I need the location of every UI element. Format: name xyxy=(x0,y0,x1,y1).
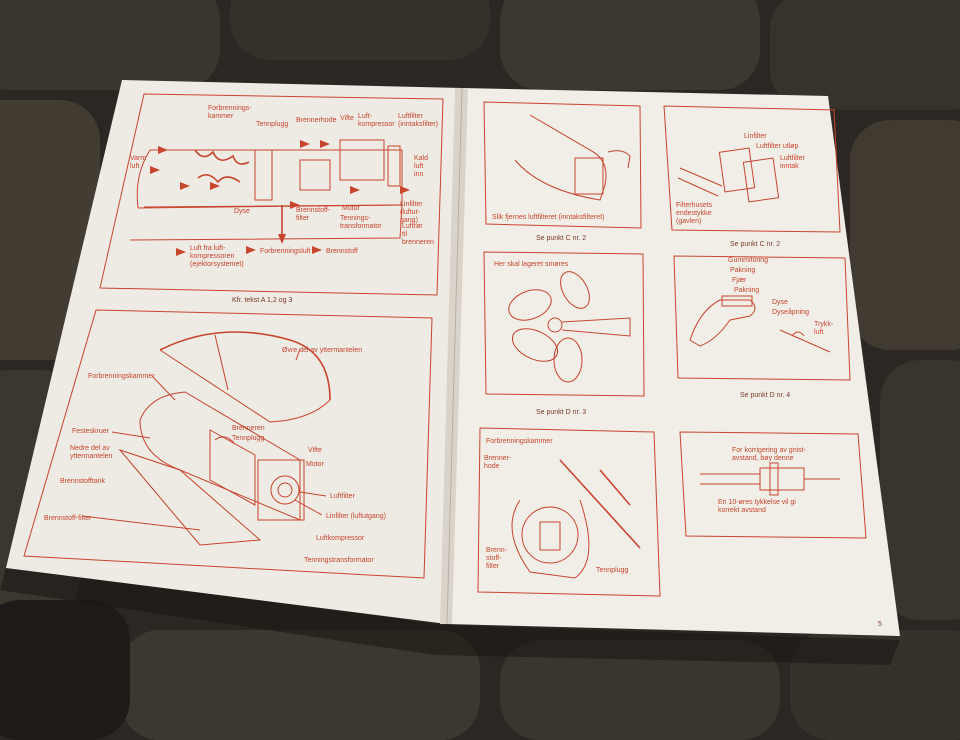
label-luftfilter-2: Luftfilter xyxy=(330,493,356,500)
label-dyse: Dyse xyxy=(234,208,250,215)
legend-luft: Luft fra luft-kompressoren(ejektorsystem… xyxy=(190,245,244,268)
caption-fig1: Kfr. tekst A 1,2 og 3 xyxy=(232,297,292,304)
label-brennstofffilter: Brennstoff-filter xyxy=(296,207,331,222)
label-motor: Motor xyxy=(342,205,361,212)
label-brennstofftank: Brennstofftank xyxy=(60,478,106,485)
caption-d3: Se punkt D nr. 3 xyxy=(536,409,586,416)
label-trykkluft: Trykk-luft xyxy=(814,321,834,336)
label-dyse-d4: Dyse xyxy=(772,299,788,306)
stone-tile xyxy=(500,0,760,90)
inner-c2a: Slik fjernes luftfilteret (inntaksfilter… xyxy=(492,214,604,221)
label-luftkompressor-2: Luftkompressor xyxy=(316,535,365,542)
label-luftfilter: Luftfilter(inntaksfilter) xyxy=(398,113,438,128)
label-korrigering: For korrigering av gnist-avstand, bøy de… xyxy=(732,447,807,462)
label-fjaer: Fjær xyxy=(732,277,747,284)
label-gummiforing: Gummiforing xyxy=(728,257,768,264)
label-motor-2: Motor xyxy=(306,461,325,468)
caption-c2b: Se punkt C nr. 2 xyxy=(730,241,780,248)
svg-text:Luft fra luft-kompressoren(eje: Luft fra luft-kompressoren(ejektorsystem… xyxy=(190,245,244,268)
figure-heater-flow-diagram: Luft fra luft-kompressoren(ejektorsystem… xyxy=(99,93,444,304)
label-brenneren: Brenneren xyxy=(232,425,265,432)
label-forbrenningskammer: Forbrennings-kammer xyxy=(208,105,252,120)
figure-fan-lubrication: Her skal lageret smøres Se punkt D nr. 3 xyxy=(483,251,645,416)
caption-d4: Se punkt D nr. 4 xyxy=(740,392,790,399)
label-pakning2: Pakning xyxy=(734,287,759,294)
label-tennplugg-3: Tennplugg xyxy=(596,567,628,574)
stone-tile xyxy=(0,0,220,90)
left-page xyxy=(6,80,462,624)
label-luftfilter-utlop: Luftfilter utløp xyxy=(756,143,799,150)
label-brennerhode: Brennerhode xyxy=(296,117,337,124)
stone-tile xyxy=(880,360,960,620)
label-luftkompressor: Luft-kompressor xyxy=(358,113,395,128)
figure-heater-exploded-view: Øvre del av yttermantelen Forbrenningska… xyxy=(23,309,433,579)
label-vifte-2: Vifte xyxy=(308,447,322,454)
label-tennplugg: Tennplugg xyxy=(256,121,288,128)
label-festeskruer: Festeskruer xyxy=(72,428,110,435)
stone-tile xyxy=(230,0,490,60)
legend-forbrenningsluft: Forbrenningsluft xyxy=(260,248,311,255)
label-forbrenningskammer-3: Forbrenningskammer xyxy=(486,438,553,445)
right-page xyxy=(447,88,900,636)
stone-tile xyxy=(850,120,960,350)
label-linfilter: Linfilter(luftut-gang) xyxy=(400,201,423,224)
inner-d3: Her skal lageret smøres xyxy=(494,261,569,268)
legend-brennstoff: Brennstoff xyxy=(326,248,358,255)
booklet-photo: Luft fra luft-kompressoren(ejektorsystem… xyxy=(0,80,900,665)
label-linfilter-2: Linfilter (luftutgang) xyxy=(326,513,386,520)
figure-nozzle-parts: Gummiforing Pakning Fjær Pakning Dyse Dy… xyxy=(673,255,851,399)
label-tennplugg-2: Tennplugg xyxy=(232,435,264,442)
stone-tile xyxy=(0,600,130,740)
label-ovre-del: Øvre del av yttermantelen xyxy=(282,347,362,354)
stone-tile xyxy=(770,0,960,110)
label-brennstoff-filter: Brennstoff-filter xyxy=(44,515,92,522)
label-tenningstransformator: Tennings-transformator xyxy=(340,215,382,230)
label-dyseapning: Dyseåpning xyxy=(772,308,809,316)
label-linfilter-c2b: Linfilter xyxy=(744,133,767,140)
label-vifte: Vifte xyxy=(340,115,354,122)
label-brennerhode-2: Brenner-hode xyxy=(484,455,512,470)
figure-remove-airfilter: Slik fjernes luftfilteret (inntaksfilter… xyxy=(483,101,642,242)
caption-c2a: Se punkt C nr. 2 xyxy=(536,235,586,242)
label-pakning1: Pakning xyxy=(730,267,755,274)
label-tenningstransformator-2: Tenningstransformator xyxy=(304,557,374,564)
figure-spark-plug: For korrigering av gnist-avstand, bøy de… xyxy=(679,431,867,539)
label-forbrenningskammer-2: Forbrenningskammer xyxy=(88,373,155,380)
label-brennstofffilter-3: Brenn-stoff-filter xyxy=(486,547,508,570)
page-number: 5 xyxy=(878,621,882,628)
figure-burner-head: Forbrenningskammer Brenner-hode Brenn-st… xyxy=(477,427,661,597)
